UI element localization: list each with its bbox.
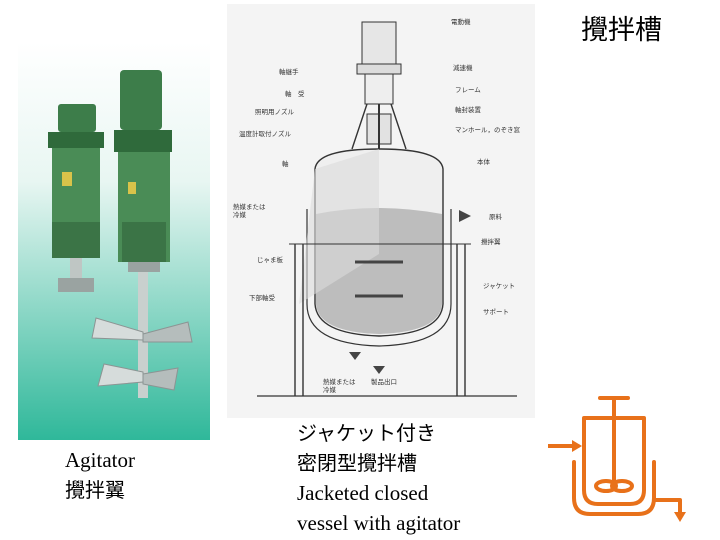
label-impeller: 攪拌翼 bbox=[481, 237, 501, 246]
label-baffle: じゃま板 bbox=[257, 255, 284, 264]
label-shaft: 軸 bbox=[282, 159, 289, 168]
label-heat-medium-top: 熱媒または冷媒 bbox=[233, 202, 266, 219]
label-frame: フレーム bbox=[455, 86, 481, 94]
agitator-caption: Agitator 攪拌翼 bbox=[65, 445, 135, 505]
vessel-caption: ジャケット付き 密閉型攪拌槽 Jacketed closed vessel wi… bbox=[297, 418, 460, 538]
label-coupling: 軸継手 bbox=[279, 67, 299, 76]
label-reducer: 減速機 bbox=[453, 63, 473, 72]
label-support: サポート bbox=[483, 308, 509, 316]
agitator-caption-en: Agitator bbox=[65, 448, 135, 472]
label-motor: 電動機 bbox=[451, 17, 471, 26]
vessel-caption-jp-1: ジャケット付き bbox=[297, 421, 436, 445]
vessel-cross-section-diagram: 電動機 減速機 軸継手 フレーム 軸 受 軸封装置 照明用ノズル マンホール，の… bbox=[227, 4, 535, 418]
slide-title: 攪拌槽 bbox=[581, 15, 662, 46]
label-body: 本体 bbox=[477, 157, 491, 166]
label-manhole: マンホール，のぞき窓 bbox=[455, 125, 521, 134]
agitator-photo bbox=[18, 42, 210, 440]
label-jacket: ジャケット bbox=[483, 282, 515, 290]
agitator-caption-jp: 攪拌翼 bbox=[65, 478, 125, 502]
label-light-nozzle: 照明用ノズル bbox=[255, 107, 295, 116]
label-heat-medium-bottom: 熱媒または冷媒 bbox=[323, 377, 356, 394]
jacketed-vessel-icon bbox=[546, 390, 698, 530]
label-bearing: 軸 受 bbox=[285, 89, 305, 98]
label-product-outlet: 製品出口 bbox=[371, 377, 397, 386]
label-seal: 軸封装置 bbox=[455, 105, 482, 114]
label-raw-material: 原料 bbox=[489, 212, 503, 221]
vessel-caption-en-1: Jacketed closed bbox=[297, 481, 429, 505]
label-thermo-nozzle: 温度計取付ノズル bbox=[239, 129, 292, 138]
vessel-caption-jp-2: 密閉型攪拌槽 bbox=[297, 451, 417, 475]
label-lower-bearing: 下部軸受 bbox=[249, 293, 276, 302]
vessel-caption-en-2: vessel with agitator bbox=[297, 511, 461, 535]
